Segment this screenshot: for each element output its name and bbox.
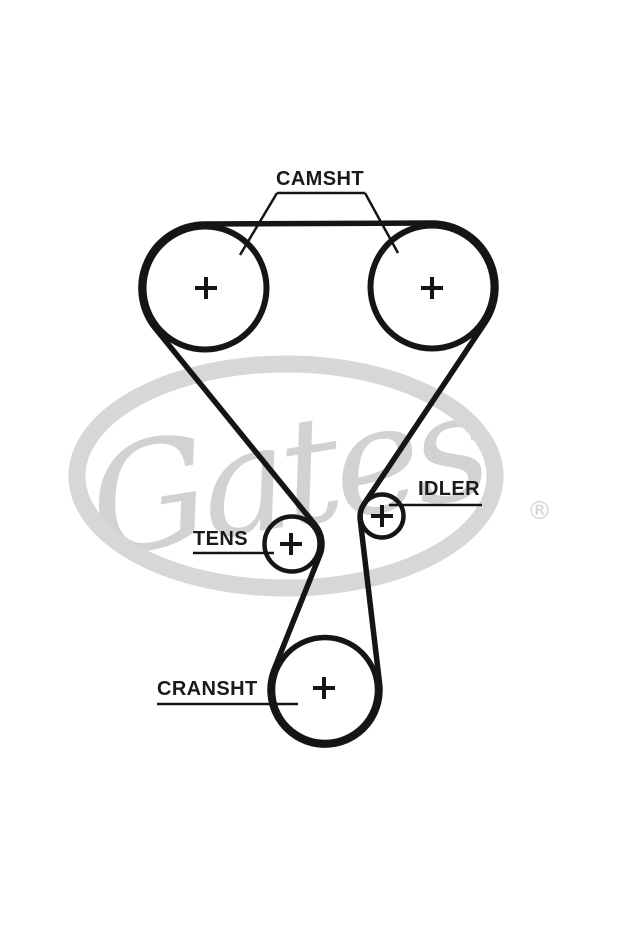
right-camshaft-center-mark [421,277,443,299]
idler-label: IDLER [418,478,480,500]
crankshaft-pulley [269,634,381,746]
camshaft-callout-lines [238,191,400,256]
idler-pulley [358,492,406,540]
tensioner-center-mark [280,533,302,555]
gates-watermark-oval [68,355,504,597]
crankshaft-center-mark [313,677,335,699]
left-camshaft-center-mark [195,277,217,299]
tensioner-pulley [262,514,322,574]
registered-trademark-icon: ® [527,496,552,525]
right-camshaft-pulley [367,222,497,352]
crankshaft-label: CRANSHT [157,678,258,700]
tensioner-label: TENS [193,528,248,550]
camshaft-label: CAMSHT [276,168,364,190]
idler-center-mark [371,505,393,527]
left-camshaft-pulley [140,223,270,353]
